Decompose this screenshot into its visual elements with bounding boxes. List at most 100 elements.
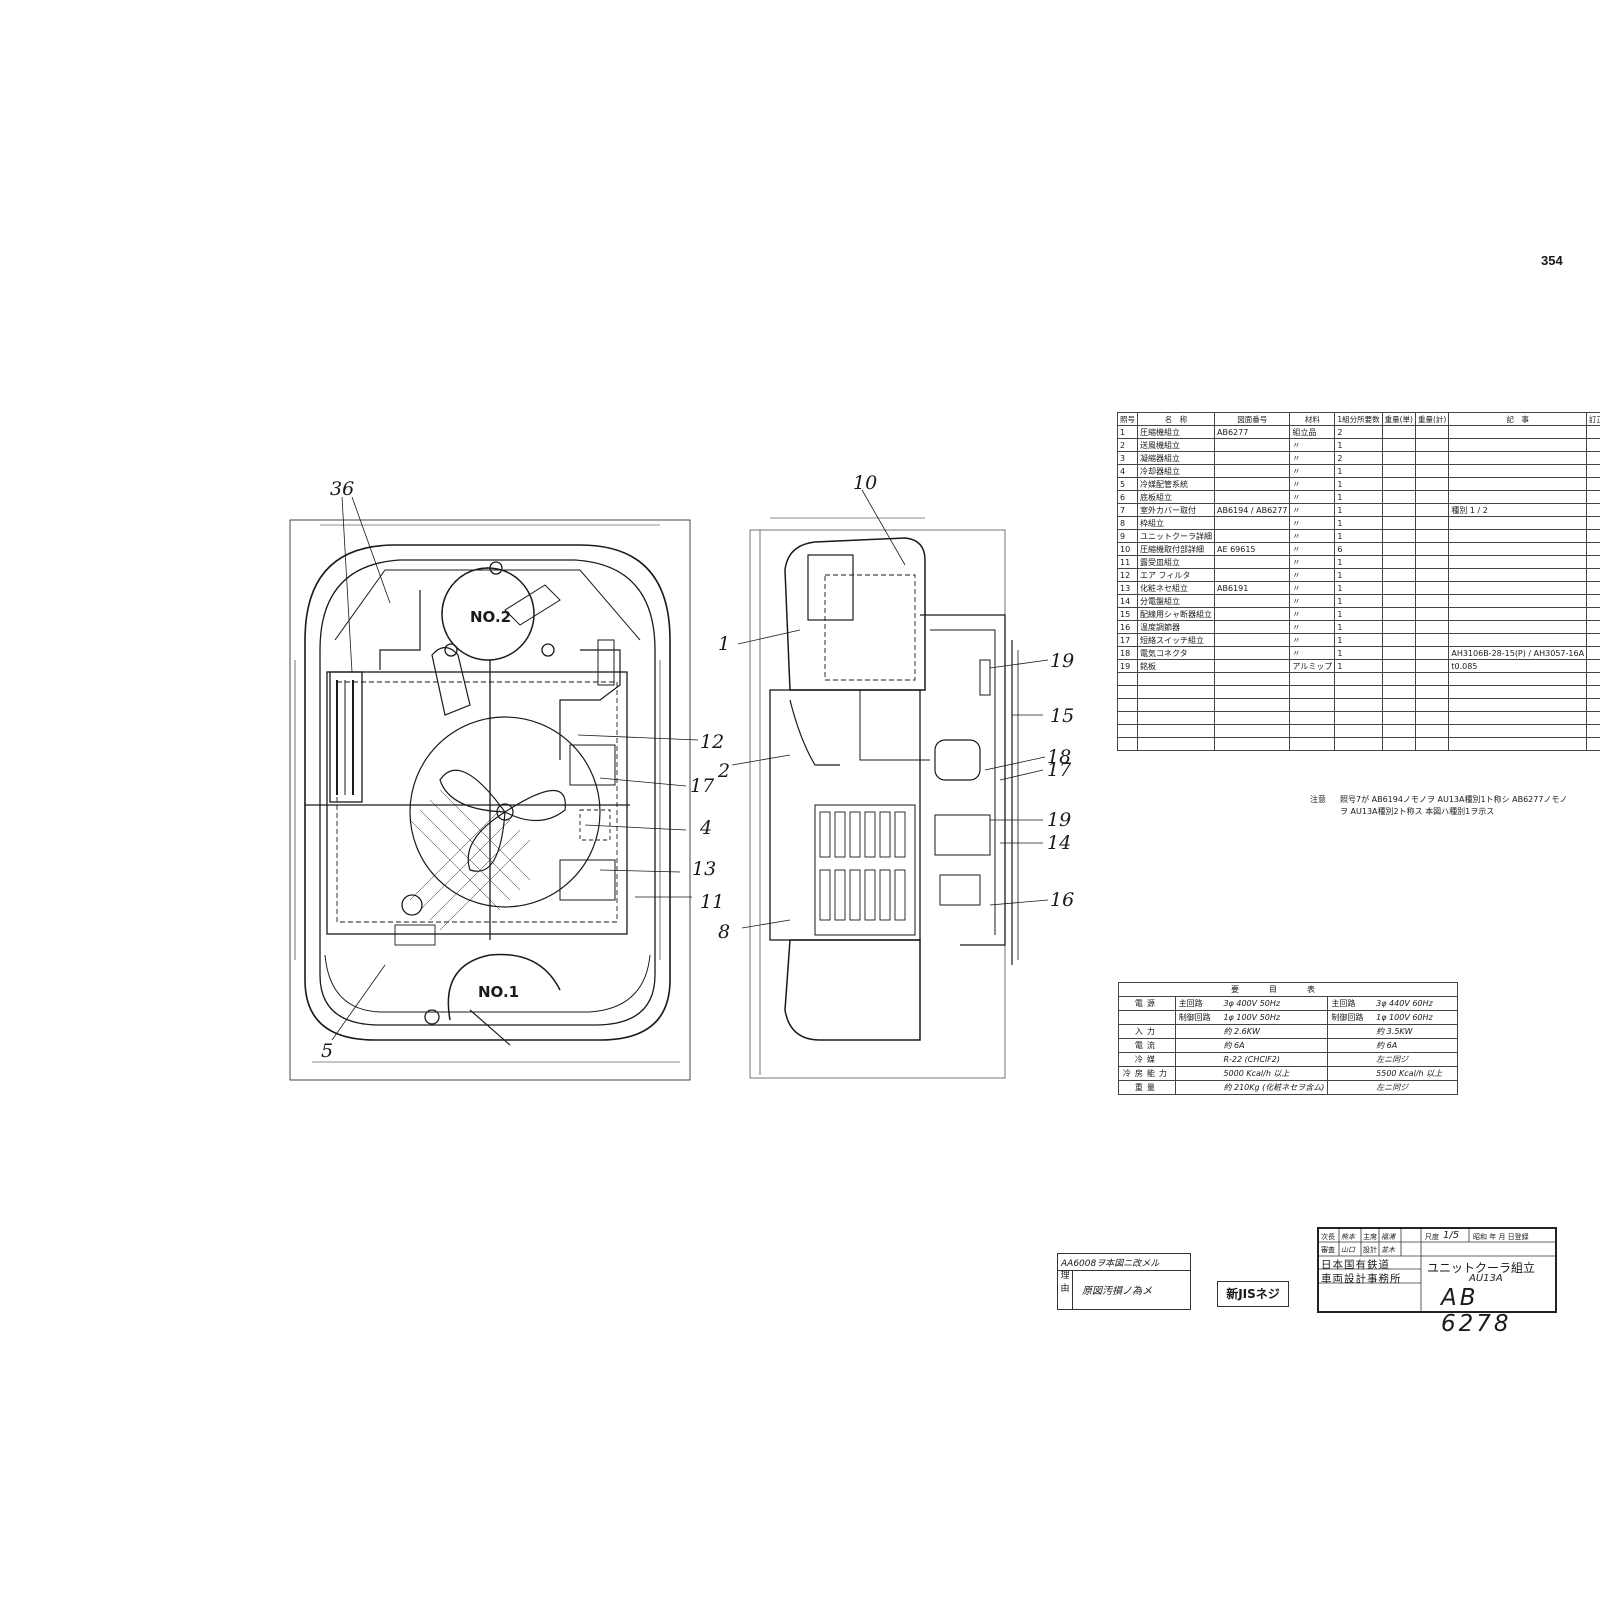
blank-cell	[1334, 685, 1383, 699]
cell-weight-unit	[1381, 451, 1416, 465]
blank-cell	[1213, 685, 1291, 699]
title-block-grid	[1319, 1229, 1555, 1311]
note-label: 注意	[1310, 795, 1326, 804]
blank-cell	[1381, 685, 1416, 699]
cell-weight-unit	[1381, 620, 1416, 634]
scale-label: 尺度	[1425, 1233, 1439, 1241]
cell-name: 短絡スイッチ組立	[1137, 633, 1215, 647]
cell-name: ユニットクーラ詳細	[1137, 529, 1215, 543]
cell-weight-total	[1414, 438, 1450, 452]
cell-weight-unit	[1381, 646, 1416, 660]
role-design: 設計	[1363, 1246, 1377, 1254]
spec-sub-60hz	[1327, 1024, 1374, 1039]
cell-revision	[1586, 438, 1600, 452]
cell-drawing	[1213, 477, 1291, 491]
drawing-number: AB 6278	[1441, 1285, 1512, 1337]
cell-revision	[1586, 633, 1600, 647]
cell-no: 13	[1117, 581, 1138, 595]
spec-sub-50hz	[1174, 1024, 1221, 1039]
cell-material: 〃	[1289, 581, 1336, 595]
cell-drawing	[1213, 451, 1291, 465]
spec-sub-60hz: 主回路	[1327, 996, 1374, 1011]
cell-revision	[1586, 581, 1600, 595]
cell-drawing	[1213, 490, 1291, 504]
cell-weight-unit	[1381, 633, 1416, 647]
spec-sub-50hz: 制御回路	[1174, 1010, 1221, 1025]
cell-remark	[1448, 568, 1588, 582]
blank-cell	[1414, 672, 1450, 686]
spec-value-50hz: 3φ 400V 50Hz	[1220, 996, 1329, 1011]
blank-cell	[1289, 685, 1336, 699]
blank-cell	[1334, 672, 1383, 686]
cell-drawing	[1213, 607, 1291, 621]
spec-sub-60hz: 制御回路	[1327, 1010, 1374, 1025]
header-no: 照号	[1117, 412, 1138, 426]
table-row-blank	[1117, 711, 1600, 725]
signature-3: 山口	[1341, 1246, 1355, 1254]
callout-4: 4	[699, 817, 712, 839]
note-text: 照号7が AB6194ノモノヲ AU13A種別1ト称シ AB6277ノモノヲ A…	[1340, 795, 1568, 816]
cell-qty: 6	[1334, 542, 1383, 556]
cell-name: 圧縮機組立	[1137, 425, 1215, 439]
cell-no: 9	[1117, 529, 1138, 543]
blank-cell	[1381, 698, 1416, 712]
cell-revision	[1586, 568, 1600, 582]
spec-value-50hz: 約 6A	[1220, 1038, 1329, 1053]
cell-weight-unit	[1381, 529, 1416, 543]
blank-cell	[1117, 724, 1138, 738]
cell-revision	[1586, 659, 1600, 673]
blank-cell	[1213, 672, 1291, 686]
cell-material: 〃	[1289, 633, 1336, 647]
cell-remark	[1448, 516, 1588, 530]
header-drawing: 図面番号	[1213, 412, 1291, 426]
cell-name: 電気コネクタ	[1137, 646, 1215, 660]
cell-remark	[1448, 451, 1588, 465]
cell-weight-total	[1414, 620, 1450, 634]
spec-value-50hz: 5000 Kcal/h 以上	[1220, 1066, 1329, 1081]
title-block: 次長 熊本 主席 福浦 審査 山口 設計 並木 尺度 1/5 昭和 年 月 日登…	[1317, 1227, 1557, 1337]
cell-qty: 1	[1334, 490, 1383, 504]
cell-qty: 1	[1334, 581, 1383, 595]
callout-16: 17	[1047, 759, 1072, 781]
blank-cell	[1381, 724, 1416, 738]
cell-qty: 1	[1334, 555, 1383, 569]
cell-name: 枠組立	[1137, 516, 1215, 530]
cell-material: アルミップ	[1289, 659, 1336, 673]
spec-label: 入力	[1118, 1024, 1176, 1039]
spec-table-title: 要目表	[1118, 982, 1458, 997]
blank-cell	[1117, 737, 1138, 751]
blank-cell	[1586, 737, 1600, 751]
cell-weight-unit	[1381, 425, 1416, 439]
cell-no: 10	[1117, 542, 1138, 556]
spec-sub-50hz	[1174, 1080, 1221, 1095]
cell-no: 17	[1117, 633, 1138, 647]
cell-weight-total	[1414, 503, 1450, 517]
drawing-note: 注意 照号7が AB6194ノモノヲ AU13A種別1ト称シ AB6277ノモノ…	[1310, 794, 1580, 834]
cell-weight-unit	[1381, 438, 1416, 452]
cell-qty: 1	[1334, 659, 1383, 673]
cell-drawing: AB6191	[1213, 581, 1291, 595]
blank-cell	[1334, 737, 1383, 751]
blank-cell	[1586, 698, 1600, 712]
jis-thread-label: 新JISネジ	[1217, 1281, 1289, 1307]
callout-18: 19	[1050, 650, 1074, 672]
revision-reason-label: 理由	[1058, 1270, 1073, 1309]
blank-cell	[1137, 672, 1215, 686]
cell-material: 〃	[1289, 646, 1336, 660]
cell-drawing	[1213, 633, 1291, 647]
blank-cell	[1289, 737, 1336, 751]
blank-cell	[1289, 711, 1336, 725]
date-label: 昭和 年 月 日登録	[1473, 1233, 1529, 1241]
blank-cell	[1448, 672, 1588, 686]
cell-name: 室外カバー取付	[1137, 503, 1215, 517]
cell-material: 〃	[1289, 490, 1336, 504]
scale-value: 1/5	[1443, 1230, 1460, 1241]
